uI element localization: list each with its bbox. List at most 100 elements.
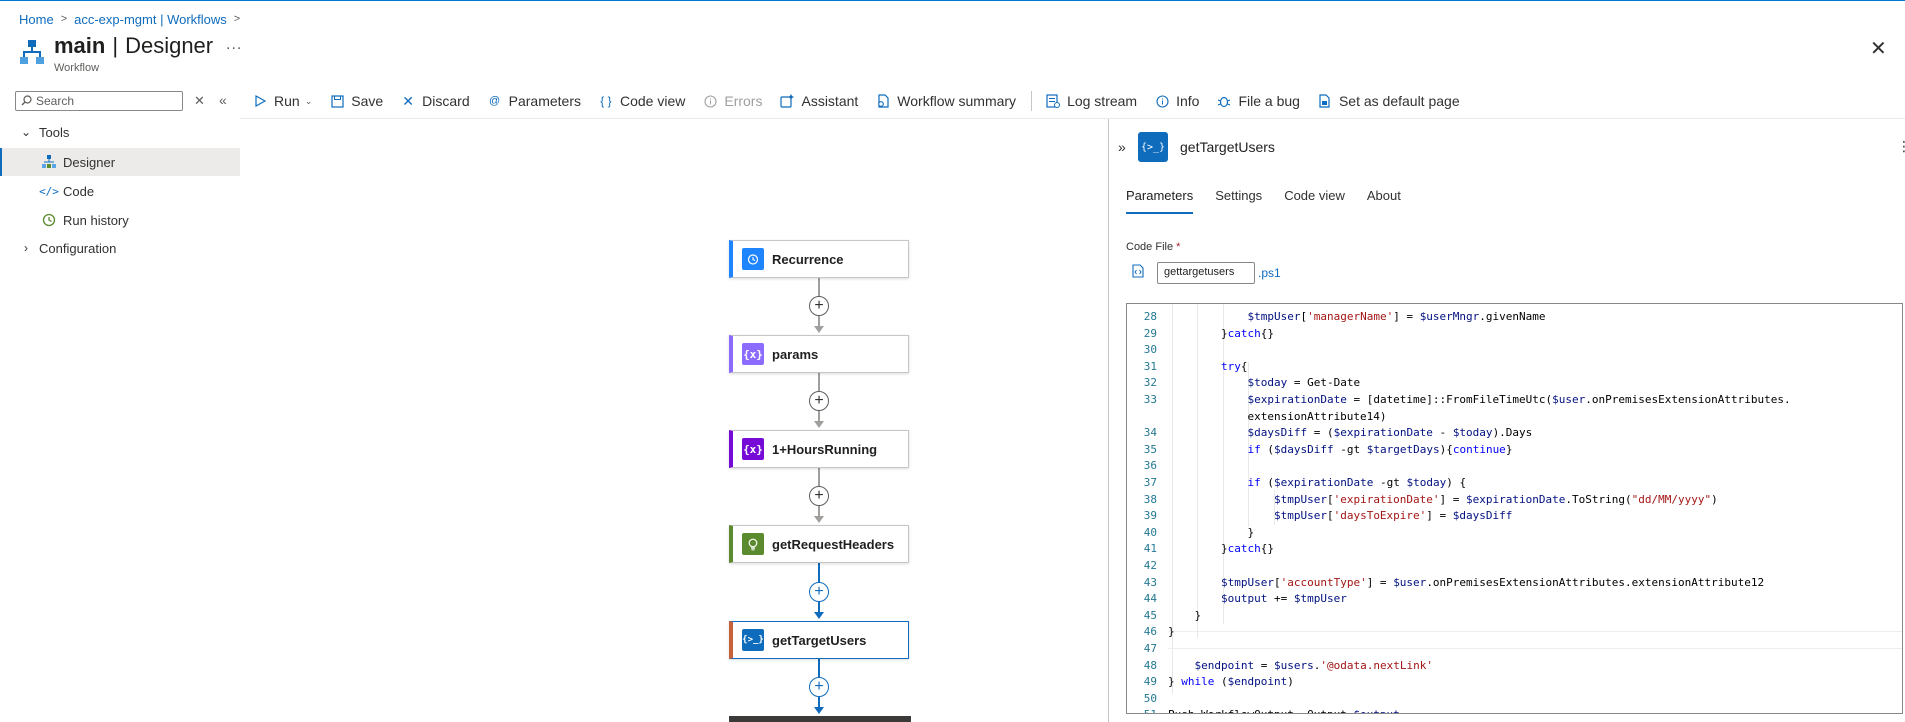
workflow-node-hours-running[interactable]: {x} 1+HoursRunning [729,430,909,468]
chevron-down-icon: ⌄ [20,125,32,139]
file-a-bug-button[interactable]: File a bug [1216,93,1300,109]
errors-button[interactable]: Errors [702,93,762,109]
variable-icon: {x} [742,343,764,365]
workflow-icon [20,40,44,66]
line-number: 31 [1143,359,1157,373]
play-icon [252,93,268,109]
clear-search-icon[interactable]: ✕ [194,93,205,108]
workflow-node-get-request-headers[interactable]: getRequestHeaders [729,525,909,563]
code-text: }catch{} [1168,326,1274,340]
collapse-sidebar-icon[interactable]: « [219,92,227,108]
breadcrumb-home[interactable]: Home [19,11,54,27]
powershell-icon: {>_} [742,629,764,651]
nav-group-tools[interactable]: ⌄ Tools [0,118,240,146]
line-number: 40 [1143,525,1157,539]
workflow-node-recurrence[interactable]: Recurrence [729,240,909,278]
arrow-down-icon [814,707,824,714]
sidebar-item-run-history[interactable]: Run history [0,206,240,234]
tab-parameters[interactable]: Parameters [1126,188,1194,214]
sidebar-item-code[interactable]: </> Code [0,177,240,205]
expand-panel-icon[interactable]: » [1118,139,1126,155]
close-icon[interactable]: ✕ [1870,38,1887,60]
tab-about[interactable]: About [1366,188,1401,203]
more-vertical-icon[interactable]: ⋮ [1897,138,1905,154]
workflow-summary-button[interactable]: Workflow summary [875,93,1016,109]
node-label: params [772,346,819,362]
search-icon [21,94,32,109]
sidebar-item-designer[interactable]: Designer [0,148,240,176]
code-icon: </> [39,184,59,198]
line-number: 33 [1143,393,1157,406]
line-number: 42 [1143,559,1157,572]
designer-icon [41,154,57,170]
toolbar: Run⌄ Save ✕ Discard @ Parameters { } Cod… [252,89,1477,113]
code-text: Push-WorkflowOutput -Output $output [1168,707,1400,713]
toolbar-divider [1031,91,1033,111]
code-text: }catch{} [1168,542,1274,556]
history-icon [41,212,57,228]
code-text: } [1168,625,1175,639]
code-text: } while ($endpoint) [1168,675,1294,689]
code-text: $endpoint = $users.'@odata.nextLink' [1194,658,1433,672]
top-accent-line [0,0,1905,1]
log-stream-button[interactable]: Log stream [1045,93,1137,109]
code-text: try{ [1220,359,1248,373]
page-subtitle: Workflow [54,62,100,74]
line-number: 30 [1143,343,1157,357]
line-number: 41 [1143,542,1157,556]
nav-group-label: Tools [39,124,70,140]
code-file-name-input[interactable]: gettargetusers [1157,262,1255,284]
line-number: 47 [1143,642,1157,655]
sidebar-item-label: Code [63,183,95,199]
panel-divider [1108,119,1109,722]
line-number: 38 [1143,492,1157,506]
workflow-node-params[interactable]: {x} params [729,335,909,373]
line-number: 29 [1143,326,1157,340]
line-number: 50 [1143,691,1157,705]
save-icon [329,93,345,109]
code-editor[interactable]: 28 $tmpUser['managerName'] = $userMngr.g… [1126,303,1903,714]
clock-icon [742,248,764,270]
bug-icon [1216,93,1232,109]
nav-group-configuration[interactable]: › Configuration [0,234,240,262]
current-line-highlight [1168,631,1902,649]
code-view-button[interactable]: { } Code view [598,93,685,109]
variable-icon: {x} [742,438,764,460]
code-text: $tmpUser['daysToExpire'] = $daysDiff [1273,509,1513,523]
line-number: 43 [1143,575,1157,589]
run-button[interactable]: Run⌄ [252,93,312,109]
code-text: $output += $tmpUser [1220,592,1347,606]
assistant-button[interactable]: Assistant [779,93,858,109]
line-number: 28 [1143,310,1157,323]
save-button[interactable]: Save [329,93,383,109]
line-number: 32 [1143,376,1157,390]
search-input[interactable] [36,94,176,108]
node-label: getRequestHeaders [772,536,895,552]
page-pin-icon [1317,93,1333,109]
set-default-page-button[interactable]: Set as default page [1317,93,1460,109]
code-text: if ($expirationDate -gt $today) { [1247,476,1467,489]
more-options-icon[interactable]: ... [226,36,243,53]
add-step-button[interactable]: + [809,486,829,506]
code-text: } [1168,608,1202,622]
line-number: 51 [1127,707,1157,713]
arrow-down-icon [814,421,824,428]
add-step-button[interactable]: + [809,582,829,602]
add-step-button[interactable]: + [809,391,829,411]
arrow-down-icon [814,612,824,619]
add-step-button[interactable]: + [809,296,829,316]
next-node-header [729,716,911,722]
workflow-node-get-target-users[interactable]: {>_} getTargetUsers [729,621,909,659]
line-number: 46 [1143,625,1157,639]
title-main: main [54,33,106,58]
sparkle-icon [779,93,795,109]
code-text: $expirationDate = [datetime]::FromFileTi… [1247,393,1791,406]
info-button[interactable]: Info [1154,93,1199,109]
tab-code-view[interactable]: Code view [1284,188,1345,203]
tab-settings[interactable]: Settings [1215,188,1263,203]
breadcrumb-workflows[interactable]: acc-exp-mgmt | Workflows [74,11,227,27]
search-box[interactable] [15,91,183,111]
add-step-button[interactable]: + [809,677,829,697]
discard-button[interactable]: ✕ Discard [400,93,469,110]
parameters-button[interactable]: @ Parameters [487,93,581,109]
